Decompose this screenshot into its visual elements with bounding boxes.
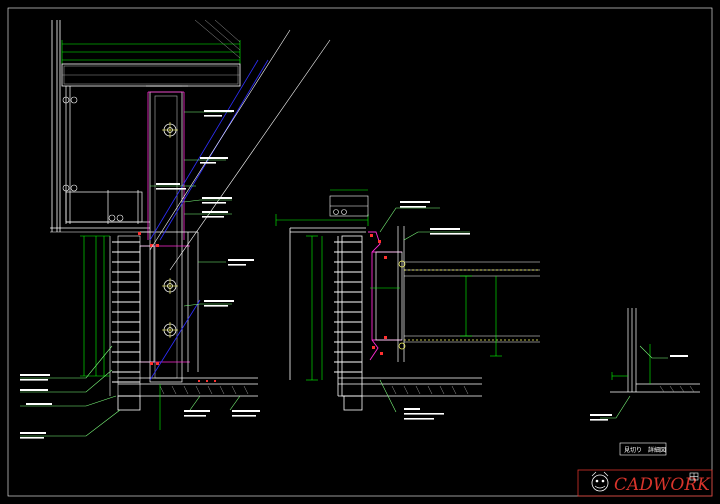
left-section-detail (20, 19, 331, 439)
detail-title-label: 見切り 詳細図 (624, 446, 666, 454)
grid-icon (689, 472, 699, 481)
column-bolts (162, 122, 178, 338)
brand-name: CADWORK (614, 475, 711, 495)
cadwork-mascot-icon (591, 471, 609, 492)
right-section-detail: 見切り 詳細図 (590, 308, 700, 456)
drawing-frame (7, 7, 713, 497)
brand-box (577, 469, 713, 497)
detail-title-box (619, 442, 667, 456)
middle-section-detail (275, 189, 540, 420)
